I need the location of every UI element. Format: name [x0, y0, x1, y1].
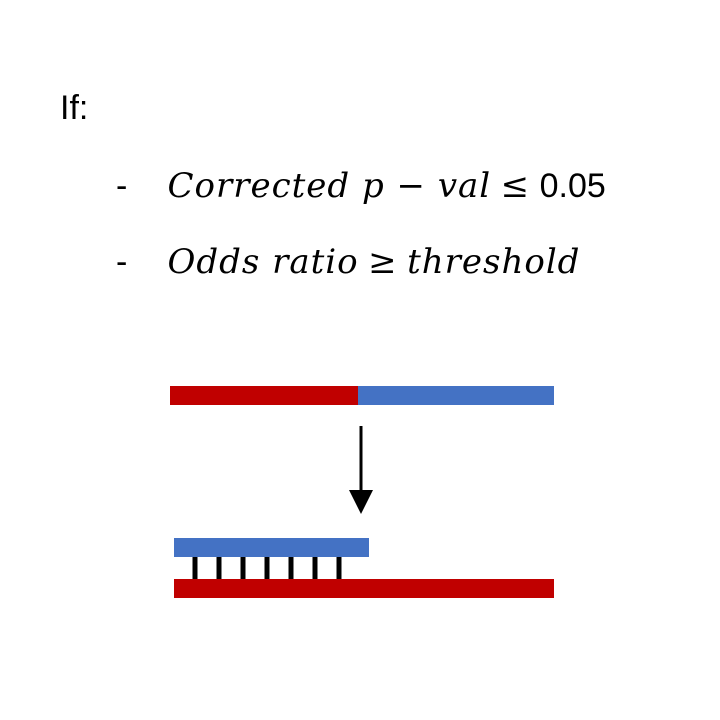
base-pair-line — [240, 557, 246, 579]
base-pairs — [192, 557, 342, 579]
base-pair-line — [312, 557, 318, 579]
base-pair-line — [192, 557, 198, 579]
condition-operator: ≤ — [500, 166, 531, 206]
condition-operator: ≥ — [368, 242, 398, 282]
base-pair-line — [216, 557, 222, 579]
condition-lhs: Odds ratio — [167, 242, 359, 282]
condition-corrected-pval: - Corrected p − val ≤ 0.05 — [116, 166, 606, 206]
condition-lhs: Corrected p − val — [167, 166, 492, 206]
base-pair-line — [264, 557, 270, 579]
condition-rhs: threshold — [407, 242, 581, 282]
arrow-head-icon — [349, 490, 373, 514]
bottom-blue-strand — [174, 538, 369, 557]
bullet-dash: - — [116, 243, 128, 281]
base-pair-line — [288, 557, 294, 579]
base-pair-line — [336, 557, 342, 579]
bullet-dash: - — [116, 167, 128, 205]
if-heading: If: — [60, 89, 89, 127]
condition-odds-ratio: - Odds ratio ≥ threshold — [116, 242, 580, 282]
top-strand-red-segment — [170, 386, 360, 405]
condition-rhs: 0.05 — [539, 167, 606, 205]
top-strand-blue-segment — [358, 386, 554, 405]
bottom-red-strand — [174, 579, 554, 598]
